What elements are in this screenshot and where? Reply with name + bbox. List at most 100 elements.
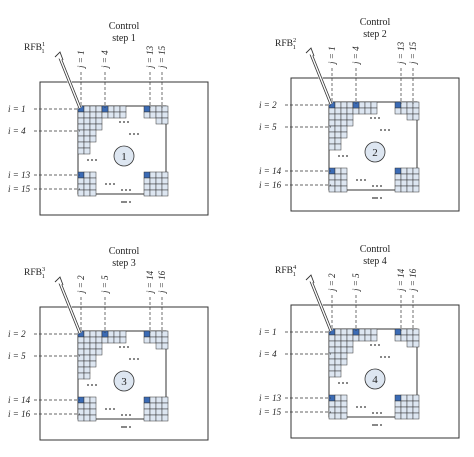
- step-number-circle: [113, 145, 135, 167]
- grid-cell: [113, 330, 121, 338]
- ellipsis-dot: [121, 201, 123, 203]
- grid-cell: [394, 406, 402, 414]
- ellipsis-dot: [370, 117, 372, 119]
- step-number: 2: [372, 147, 378, 159]
- grid-cell: [89, 354, 97, 362]
- grid-cell: [328, 346, 336, 354]
- grid-cell: [161, 177, 169, 185]
- grid-cell: [95, 336, 103, 344]
- ellipsis-dot: [125, 414, 127, 416]
- ellipsis-dot: [109, 408, 111, 410]
- grid-cell: [83, 141, 91, 149]
- ellipsis-dot: [376, 197, 378, 199]
- grid-cell: [77, 354, 85, 362]
- rfb-arrow-head: [305, 47, 315, 57]
- grid-cell: [77, 111, 85, 119]
- ellipsis-dot: [356, 179, 358, 181]
- grid-cell: [119, 111, 127, 119]
- ellipsis-dot: [133, 358, 135, 360]
- grid-cell: [143, 396, 151, 404]
- grid-cell: [83, 396, 91, 404]
- grid-cell: [334, 406, 342, 414]
- row-label: i = 2: [8, 329, 26, 339]
- row-label: i = 5: [259, 122, 277, 132]
- rfb-subscript: 1: [293, 271, 296, 278]
- grid-cell: [83, 330, 91, 338]
- rfb-arrow-inner: [59, 57, 81, 109]
- grid-cell: [328, 358, 336, 366]
- ellipsis-dot: [380, 424, 382, 426]
- grid-cell: [149, 171, 157, 179]
- grid-cell: [394, 328, 402, 336]
- rfb-arrow-inner: [310, 280, 332, 332]
- grid-cell: [89, 348, 97, 356]
- ellipsis-dot: [364, 406, 366, 408]
- panel-title-line2: step 1: [112, 33, 136, 44]
- ellipsis-dot: [346, 155, 348, 157]
- ellipsis-dot: [137, 358, 139, 360]
- grid-cell: [340, 167, 348, 175]
- grid-cell: [113, 336, 121, 344]
- grid-cell: [412, 340, 420, 348]
- grid-cell: [328, 107, 336, 115]
- grid-cell: [334, 400, 342, 408]
- grid-cell: [352, 107, 360, 115]
- grid-cell: [328, 143, 336, 151]
- grid-cell: [400, 167, 408, 175]
- grid-cell: [328, 364, 336, 372]
- grid-cell: [346, 328, 354, 336]
- grid-cell: [83, 360, 91, 368]
- grid-cell: [77, 141, 85, 149]
- grid-cell: [412, 394, 420, 402]
- grid-cell: [406, 340, 414, 348]
- grid-cell: [334, 394, 342, 402]
- panel-title-line2: step 3: [112, 258, 136, 269]
- grid-cell: [334, 131, 342, 139]
- grid-cell: [89, 117, 97, 125]
- grid-cell: [412, 101, 420, 109]
- ellipsis-dot: [119, 121, 121, 123]
- panel-title-line1: Control: [360, 17, 391, 28]
- grid-cell: [95, 111, 103, 119]
- ellipsis-dot: [380, 412, 382, 414]
- grid-cell: [143, 171, 151, 179]
- grid-cell: [77, 402, 85, 410]
- step-number: 1: [121, 151, 127, 163]
- grid-cell: [346, 334, 354, 342]
- ellipsis-dot: [342, 382, 344, 384]
- grid-cell: [412, 179, 420, 187]
- grid-cell: [340, 340, 348, 348]
- rfb-arrow-head: [54, 51, 64, 61]
- grid-cell: [364, 107, 372, 115]
- grid-cell: [83, 177, 91, 185]
- grid-cell: [89, 105, 97, 113]
- grid-cell: [334, 334, 342, 342]
- rfb-superscript: 2: [293, 37, 296, 44]
- grid-cell: [83, 129, 91, 137]
- grid-cell: [340, 406, 348, 414]
- grid-cell: [334, 167, 342, 175]
- grid-cell: [77, 372, 85, 380]
- grid-cell: [394, 167, 402, 175]
- row-label: i = 16: [259, 180, 282, 190]
- col-label: j = 14: [145, 270, 155, 294]
- grid-cell: [334, 143, 342, 151]
- ellipsis-dot: [342, 155, 344, 157]
- ellipsis-dot: [338, 155, 340, 157]
- grid-cell: [334, 113, 342, 121]
- row-label: i = 13: [8, 170, 31, 180]
- grid-cell: [89, 408, 97, 416]
- grid-cell: [334, 101, 342, 109]
- grid-cell: [155, 183, 163, 191]
- grid-cell: [412, 167, 420, 175]
- grid-cell: [340, 358, 348, 366]
- grid-cell: [77, 348, 85, 356]
- ellipsis-dot: [378, 344, 380, 346]
- grid-cell: [155, 117, 163, 125]
- grid-cell: [95, 348, 103, 356]
- panel-title-line1: Control: [109, 246, 140, 257]
- ellipsis-dot: [374, 117, 376, 119]
- rfb-superscript: 3: [42, 266, 45, 273]
